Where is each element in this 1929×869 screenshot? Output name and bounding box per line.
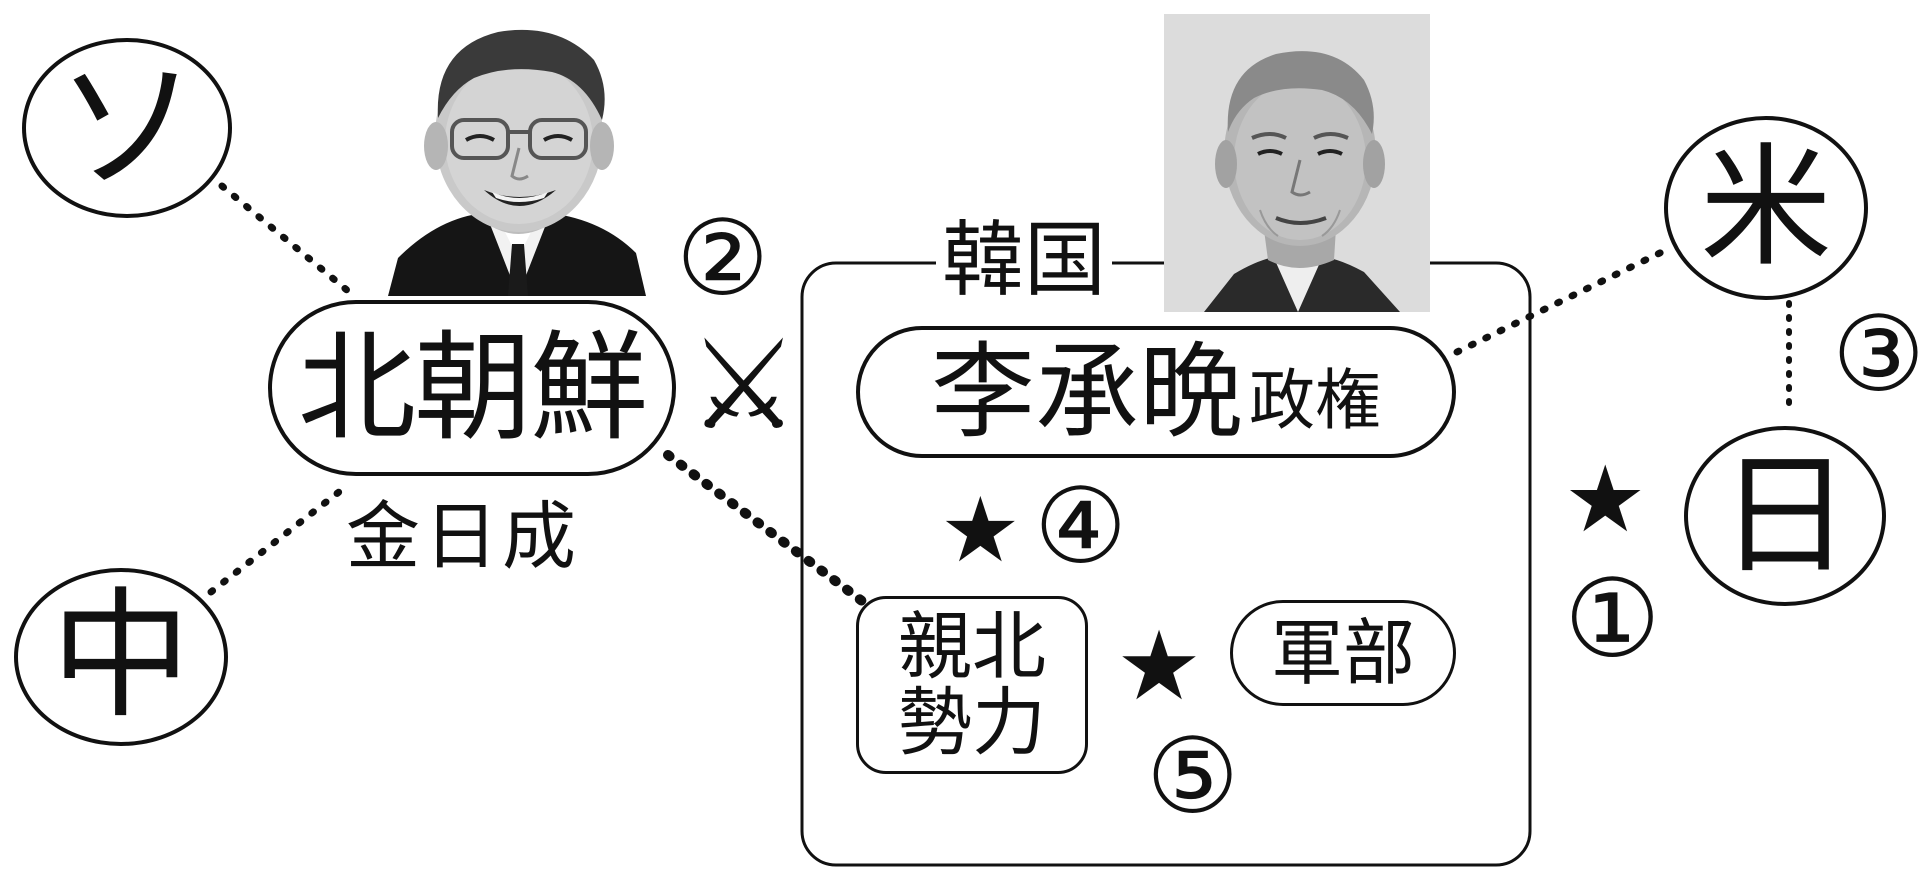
soviet-label: ソ [56, 45, 198, 210]
rhee-regime-node: 李承晩 政権 [856, 326, 1456, 458]
marker-2: ② [676, 197, 770, 319]
kim-il-sung-photo [388, 8, 646, 296]
soviet-node: ソ [22, 38, 232, 218]
syngman-rhee-photo [1164, 14, 1430, 312]
china-node: 中 [14, 568, 228, 746]
military-node: 軍部 [1230, 600, 1456, 706]
marker-1: ① [1564, 557, 1661, 682]
north-korea-label: 北朝鮮 [297, 319, 648, 457]
marker-4: ④ [1034, 465, 1128, 587]
usa-node: 米 [1664, 116, 1868, 300]
kim-il-sung-label: 金日成 [346, 494, 580, 580]
soviet-northkorea-link [218, 182, 358, 300]
pro-north-node: 親北 勢力 [856, 596, 1088, 774]
pro-north-line2: 勢力 [898, 680, 1046, 766]
military-label: 軍部 [1270, 611, 1415, 695]
marker-5: ⑤ [1146, 715, 1240, 837]
rhee-regime-suffix: 政権 [1249, 362, 1381, 439]
rhee-regime-main: 李承晩 [930, 331, 1243, 453]
japan-node: 日 [1684, 426, 1886, 606]
south-korea-label: 韓国 [936, 220, 1113, 302]
japan-label: 日 [1719, 439, 1851, 593]
rhee-usa-link [1453, 246, 1670, 356]
north-korea-node: 北朝鮮 [268, 300, 676, 476]
usa-label: 米 [1700, 131, 1832, 285]
marker-3: ③ [1832, 293, 1926, 415]
crossed-swords-icon: ⚔ [688, 314, 800, 458]
star-icon-japan: ★ [1564, 446, 1647, 553]
china-northkorea-link [207, 484, 348, 596]
star-icon-5: ★ [1116, 610, 1203, 722]
china-label: 中 [50, 575, 191, 738]
star-icon-4: ★ [940, 478, 1021, 583]
northkorea-pronorth-link [663, 450, 871, 609]
pro-north-line1: 親北 [898, 604, 1046, 690]
